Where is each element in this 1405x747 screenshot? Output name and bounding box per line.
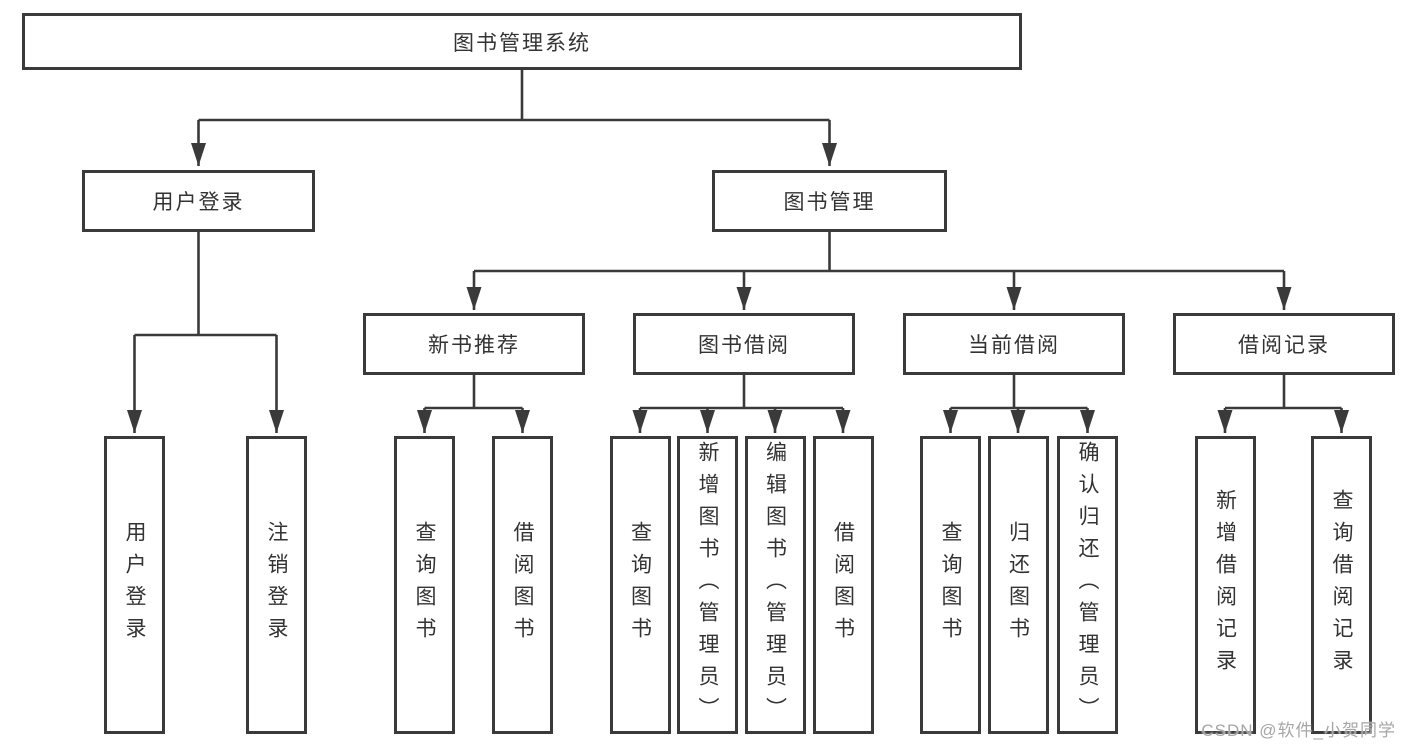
csdn-watermark: CSDN @软件_小贺同学 xyxy=(1201,721,1396,740)
node-borrowing-query-books: 查询图书 xyxy=(609,436,671,734)
node-new-book-recommend: 新书推荐 xyxy=(363,313,585,375)
node-user-login-action: 用户登录 xyxy=(104,436,165,734)
node-add-borrow-record: 新增借阅记录 xyxy=(1194,436,1256,734)
node-book-borrowing: 图书借阅 xyxy=(633,313,855,375)
node-return-book: 归还图书 xyxy=(987,436,1049,734)
node-add-book-admin: 新增图书（管理员） xyxy=(677,436,738,734)
node-borrowing-records: 借阅记录 xyxy=(1173,313,1395,375)
node-current-borrowing: 当前借阅 xyxy=(903,313,1125,375)
node-book-management-module: 图书管理 xyxy=(712,170,947,232)
node-confirm-return-admin: 确认归还（管理员） xyxy=(1057,436,1118,734)
node-current-query-books: 查询图书 xyxy=(920,436,981,734)
node-system-root: 图书管理系统 xyxy=(22,13,1022,70)
node-query-borrow-record: 查询借阅记录 xyxy=(1311,436,1372,734)
node-edit-book-admin: 编辑图书（管理员） xyxy=(744,436,806,734)
node-recommend-borrow-books: 借阅图书 xyxy=(492,436,553,734)
node-borrow-book-action: 借阅图书 xyxy=(812,436,874,734)
node-user-login-module: 用户登录 xyxy=(82,170,315,232)
node-logout-action: 注销登录 xyxy=(246,436,307,734)
node-recommend-query-books: 查询图书 xyxy=(394,436,455,734)
